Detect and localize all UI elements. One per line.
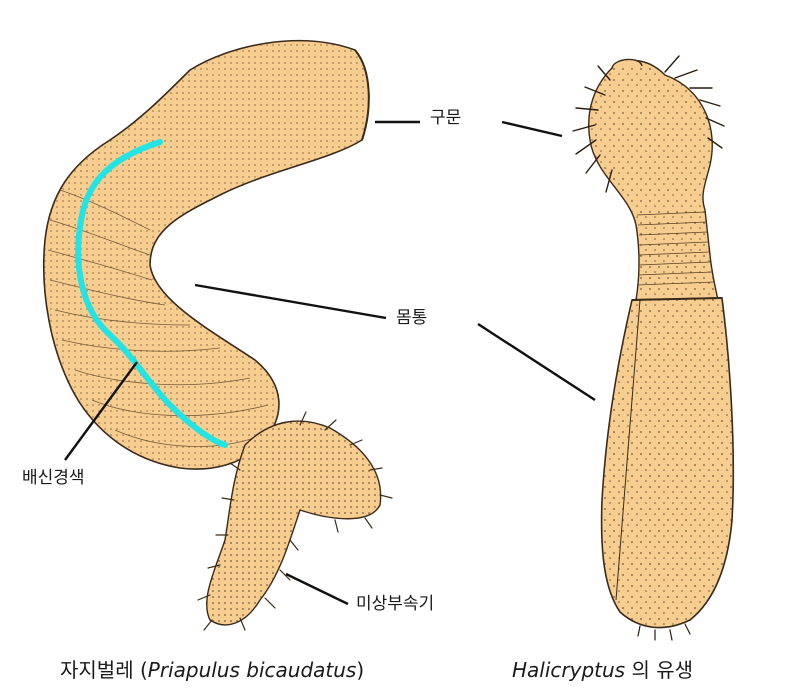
leader-trunk-right [477, 322, 596, 402]
caption-priapulus-latin: Priapulus bicaudatus [147, 658, 357, 682]
leader-nerve-cord [64, 361, 138, 461]
caption-priapulus-close-paren: ) [356, 658, 365, 682]
label-ventral-nerve-cord: 배신경색 [22, 468, 85, 488]
caption-priapulus-open-paren: ( [139, 658, 148, 682]
label-proboscis: 구문 [430, 108, 462, 128]
caudal-appendage-shape [197, 411, 393, 631]
caption-halicryptus: Halicryptus 의 유생 [512, 660, 693, 680]
leader-lines [64, 120, 596, 606]
caption-priapulus: 자지벌레 (Priapulus bicaudatus) [60, 660, 364, 680]
caption-halicryptus-latin: Halicryptus [512, 658, 626, 682]
leader-caudal-appendage [285, 572, 349, 606]
label-trunk: 몸통 [396, 308, 428, 328]
priapulus-specimen [42, 40, 393, 631]
ventral-nerve-cord [75, 139, 228, 448]
caption-halicryptus-korean: 의 유생 [631, 658, 694, 682]
leader-trunk-left [194, 283, 387, 320]
caption-priapulus-korean: 자지벌레 [60, 658, 134, 682]
label-caudal-appendage: 미상부속기 [356, 594, 435, 614]
leader-proboscis-right [501, 120, 563, 138]
halicryptus-specimen [572, 55, 735, 641]
